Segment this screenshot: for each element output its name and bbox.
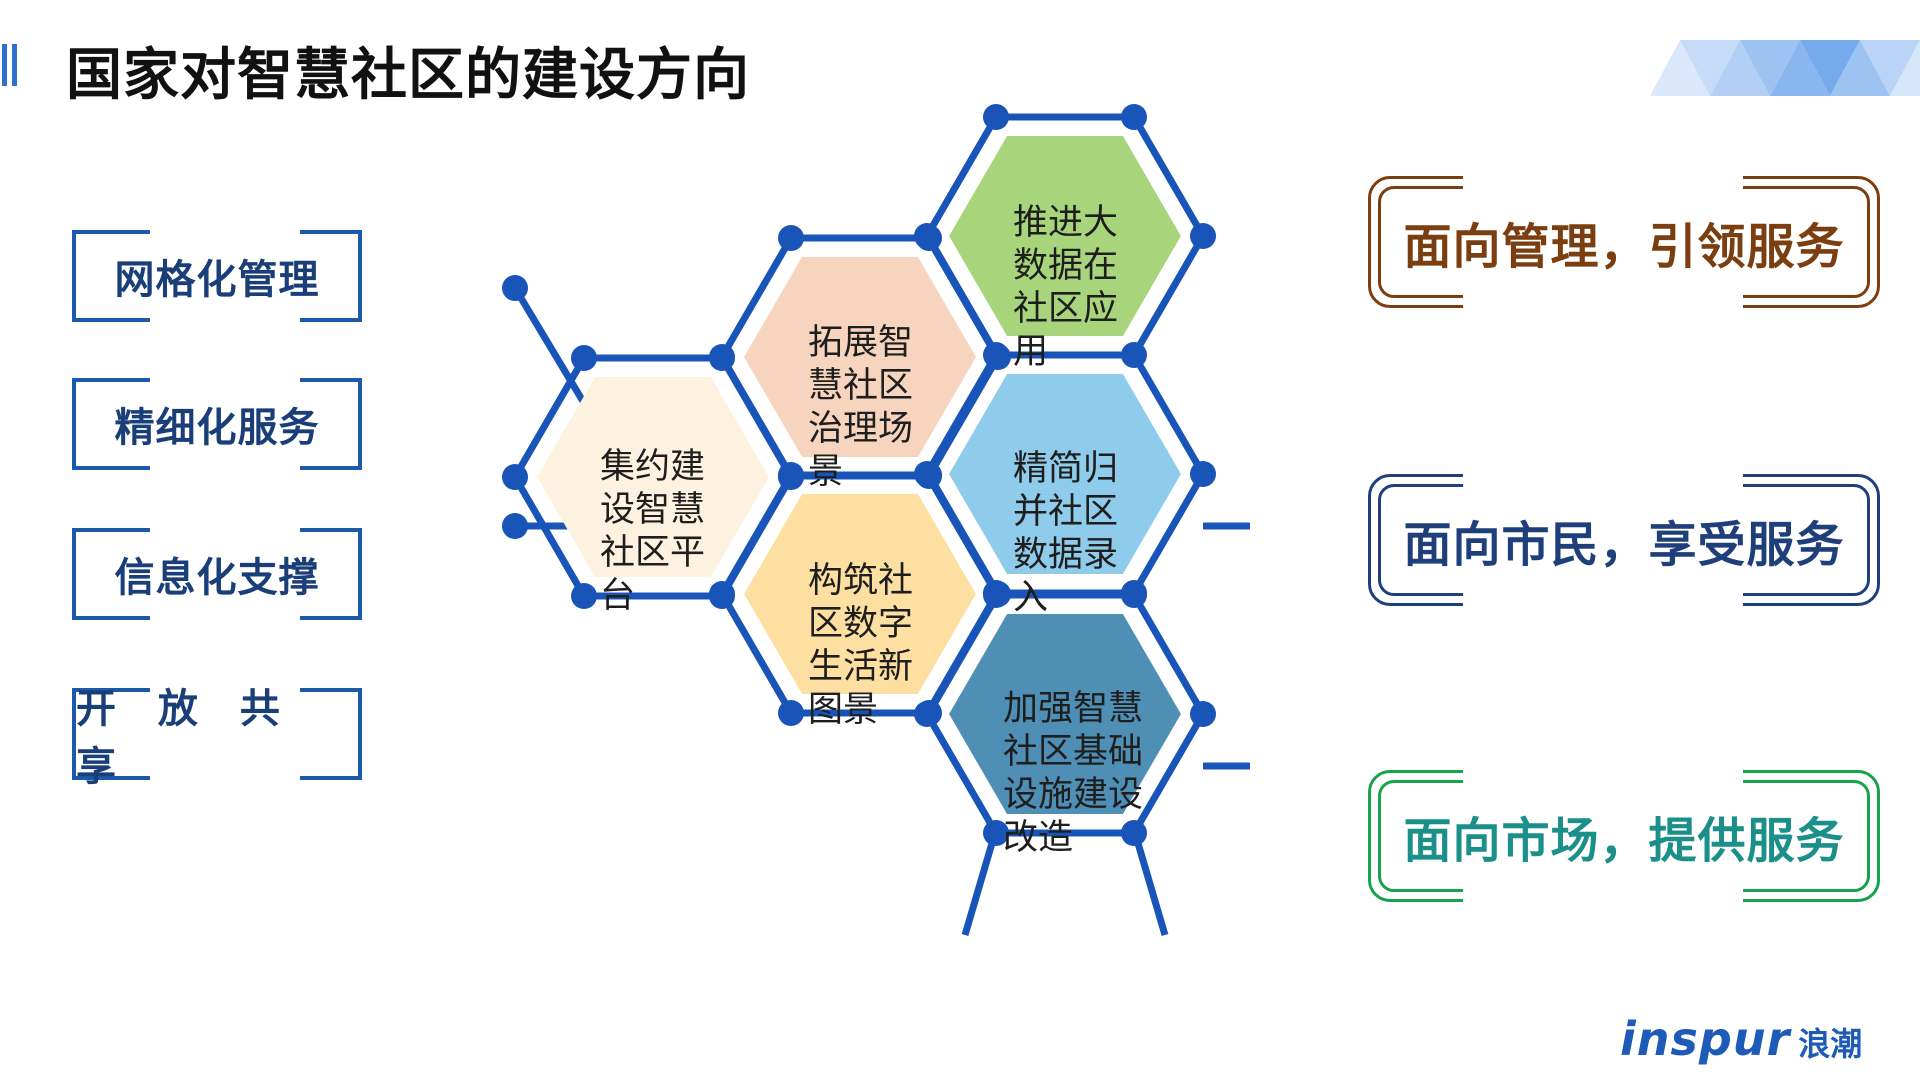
- hexagon-node: [1121, 820, 1147, 846]
- left-item-grid-management: 网格化管理: [72, 228, 362, 324]
- connector-line: [961, 832, 999, 936]
- hexagon-node: [916, 225, 942, 251]
- logo-text-cn: 浪潮: [1798, 1025, 1863, 1063]
- hex-label-governance: 拓展智慧社区治理场景: [808, 323, 914, 492]
- left-item-informatization: 信息化支撑: [72, 526, 362, 622]
- hexagon-fill: [744, 494, 976, 694]
- hexagon-node: [709, 345, 735, 371]
- hexagon-node: [985, 344, 1011, 370]
- hexagon-node: [983, 104, 1009, 130]
- hexagon-node: [1121, 582, 1147, 608]
- hexagon-node: [1190, 223, 1216, 249]
- right-item-management: 面向管理，引领服务: [1368, 172, 1880, 312]
- left-item-refined-service: 精细化服务: [72, 376, 362, 472]
- left-item-label: 网格化管理: [114, 257, 320, 303]
- right-item-citizens: 面向市民，享受服务: [1368, 470, 1880, 610]
- connector-line: [511, 286, 588, 405]
- hexagon-node: [778, 700, 804, 726]
- hexagon-node: [571, 583, 597, 609]
- hexagon-node: [709, 581, 735, 607]
- page-title: 国家对智慧社区的建设方向: [66, 43, 750, 108]
- connector-line: [1131, 832, 1169, 936]
- hexagon-node: [983, 820, 1009, 846]
- hexagon-node: [914, 701, 940, 727]
- logo-text-en: inspur: [1620, 1012, 1791, 1066]
- right-item-label: 面向市民，享受服务: [1403, 517, 1845, 573]
- hexagon-node: [778, 225, 804, 251]
- hexagon-node: [1190, 461, 1216, 487]
- right-item-market: 面向市场，提供服务: [1368, 766, 1880, 906]
- left-item-label: 精细化服务: [114, 405, 320, 451]
- hexagon-node: [1190, 701, 1216, 727]
- hexagon-node: [983, 582, 1009, 608]
- left-item-label: 信息化支撑: [114, 555, 320, 601]
- header-decoration: [1650, 40, 1920, 96]
- hexagon-node: [502, 513, 528, 539]
- hexagon-node: [916, 462, 942, 488]
- hex-label-data-entry: 精简归并社区数据录入: [1013, 449, 1119, 618]
- hexagon-fill: [744, 257, 976, 457]
- hex-label-platform: 集约建设智慧社区平台: [600, 447, 706, 616]
- title-accent-bars: [0, 44, 24, 86]
- hexagon-fill: [949, 136, 1181, 336]
- hexagon-node: [502, 275, 528, 301]
- hexagon-node: [571, 345, 597, 371]
- hex-label-digital-life: 构筑社区数字生活新图景: [808, 561, 914, 730]
- hexagon-node: [778, 462, 804, 488]
- hexagon-node: [502, 464, 528, 490]
- hexagon-fill: [949, 614, 1181, 814]
- right-item-label: 面向管理，引领服务: [1403, 219, 1845, 275]
- hex-label-big-data: 推进大数据在社区应用: [1013, 203, 1119, 372]
- hexagon-fill: [537, 377, 769, 577]
- hex-label-infrastructure: 加强智慧社区基础设施建设改造: [1003, 689, 1144, 858]
- right-item-label: 面向市场，提供服务: [1403, 813, 1845, 869]
- hexagon-node: [1121, 342, 1147, 368]
- hexagon-fill: [949, 374, 1181, 574]
- hexagon-node: [1121, 104, 1147, 130]
